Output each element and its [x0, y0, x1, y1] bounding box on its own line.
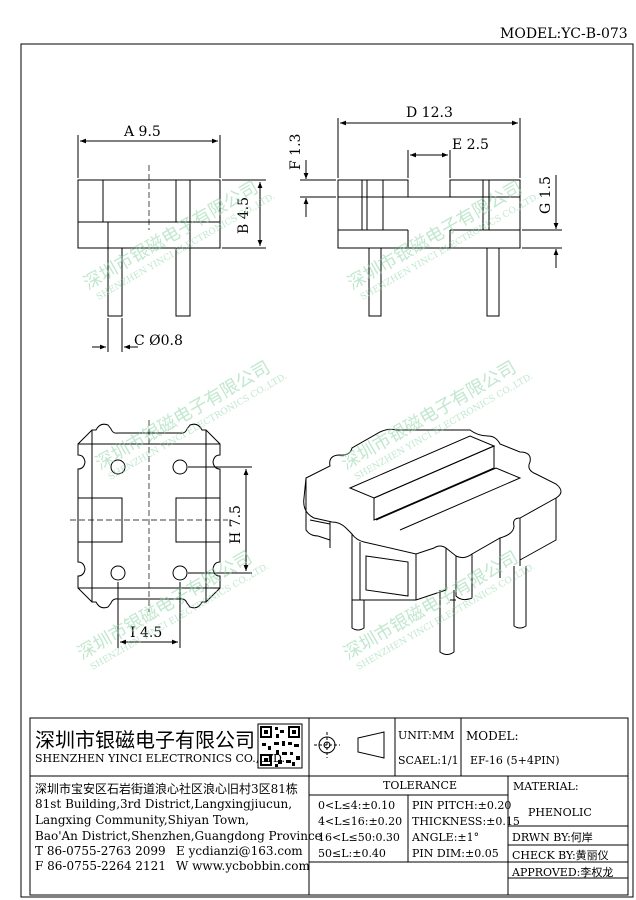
dim-e-label: E 2.5 [452, 137, 489, 153]
top-view [70, 420, 252, 648]
dim-f-label: F 1.3 [288, 134, 304, 170]
thickness: THICKNESS:±0.15 [412, 815, 520, 828]
svg-text:SHENZHEN YINCI ELECTRONICS CO.: SHENZHEN YINCI ELECTRONICS CO.,LTD. [95, 192, 277, 303]
sheet-border [20, 43, 634, 898]
approved-by: APPROVED:李权龙 [512, 866, 614, 879]
dim-c-label: C Ø0.8 [134, 333, 183, 349]
material-value: PHENOLIC [528, 806, 592, 819]
svg-text:深圳市银磁电子有限公司: 深圳市银磁电子有限公司 [74, 547, 256, 664]
tolerance-row-3: 16<L≤50:0.30 [318, 831, 400, 844]
angle: ANGLE:±1° [412, 831, 480, 844]
address-en-line3: Bao'An District,Shenzhen,Guangdong Provi… [35, 829, 322, 843]
svg-text:深圳市银磁电子有限公司: 深圳市银磁电子有限公司 [340, 547, 522, 664]
isometric-view [303, 428, 562, 655]
address-en-line2: Langxing Community,Shiyan Town, [35, 813, 250, 827]
svg-text:SHENZHEN YINCI ELECTRONICS CO.: SHENZHEN YINCI ELECTRONICS CO.,LTD. [89, 562, 271, 673]
dim-h-label: H 7.5 [228, 505, 244, 544]
front-view [77, 135, 266, 352]
title-block-grid [29, 717, 629, 896]
dim-i-label: I 4.5 [130, 625, 162, 641]
side-view [300, 118, 562, 317]
pin-dim: PIN DIM:±0.05 [412, 847, 499, 860]
dim-a-label: A 9.5 [123, 124, 161, 140]
check-by: CHECK BY:黄丽仪 [512, 849, 609, 862]
pin-pitch: PIN PITCH:±0.20 [412, 799, 512, 812]
svg-text:深圳市银磁电子有限公司: 深圳市银磁电子有限公司 [80, 177, 262, 294]
tolerance-row-2: 4<L≤16:±0.20 [318, 815, 403, 828]
tolerance-title: TOLERANCE [383, 779, 457, 792]
model-value: EF-16 (5+4PIN) [470, 754, 560, 767]
address-en-line1: 81st Building,3rd District,Langxingjiucu… [35, 797, 293, 811]
dim-d-label: D 12.3 [406, 105, 453, 121]
qr-code [257, 723, 303, 769]
svg-text:SHENZHEN YINCI ELECTRONICS CO.: SHENZHEN YINCI ELECTRONICS CO.,LTD. [107, 372, 289, 483]
scale: SCAEL:1/1 [398, 754, 459, 767]
website: W www.ycbobbin.com [176, 859, 310, 873]
telephone: T 86-0755-2763 2099 [35, 844, 166, 858]
material-label: MATERIAL: [513, 780, 579, 793]
drawn-by: DRWN BY:何岸 [512, 831, 593, 844]
dim-b-label: B 4.5 [236, 197, 252, 234]
dim-g-label: G 1.5 [538, 176, 554, 214]
svg-text:深圳市银磁电子有限公司: 深圳市银磁电子有限公司 [92, 357, 274, 474]
svg-text:SHENZHEN YINCI ELECTRONICS CO.: SHENZHEN YINCI ELECTRONICS CO.,LTD. [359, 192, 541, 303]
tolerance-row-1: 0<L≤4:±0.10 [318, 799, 396, 812]
company-name-en: SHENZHEN YINCI ELECTRONICS CO.,LTD. [35, 752, 285, 765]
company-name-cn: 深圳市银磁电子有限公司 [35, 728, 255, 752]
tolerance-row-4: 50≤L:±0.40 [318, 847, 386, 860]
address-cn: 深圳市宝安区石岩街道浪心社区浪心旧村3区81栋 [35, 782, 298, 796]
unit: UNIT:MM [398, 729, 455, 742]
model-label: MODEL: [466, 729, 519, 743]
svg-text:深圳市银磁电子有限公司: 深圳市银磁电子有限公司 [338, 357, 520, 474]
svg-text:SHENZHEN YINCI ELECTRONICS CO.: SHENZHEN YINCI ELECTRONICS CO.,LTD. [353, 372, 535, 483]
model-header: MODEL:YC-B-073 [500, 26, 628, 42]
email: E ycdianzi@163.com [176, 844, 303, 858]
fax: F 86-0755-2264 2121 [35, 859, 166, 873]
